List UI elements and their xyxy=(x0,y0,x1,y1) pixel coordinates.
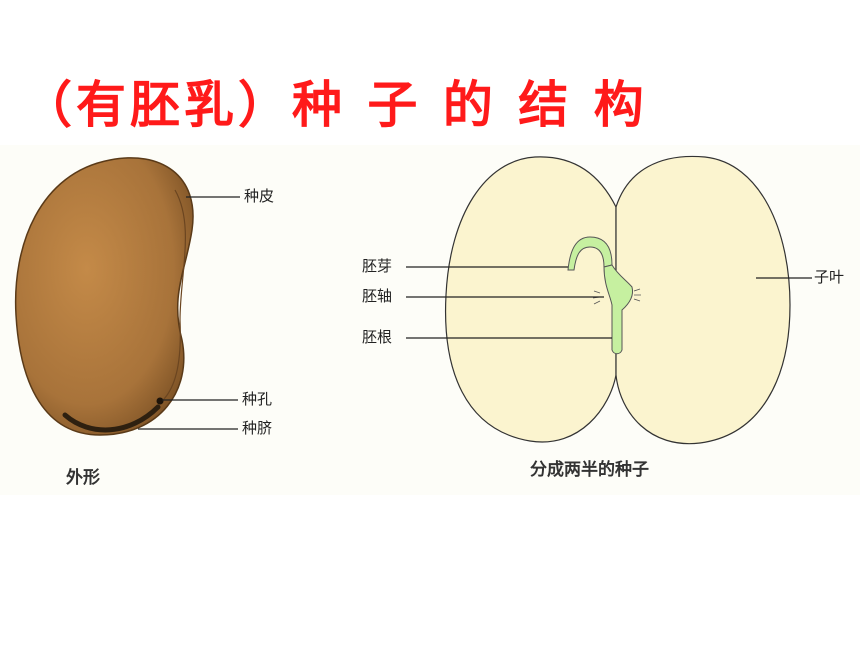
bean-shape xyxy=(14,157,194,436)
label-hypocotyl: 胚轴 xyxy=(362,287,393,305)
label-cotyledon: 子叶 xyxy=(814,268,845,286)
hilum-mark xyxy=(62,404,161,433)
caption-exterior: 外形 xyxy=(66,468,100,488)
split-seed xyxy=(406,155,812,445)
label-micropyle: 种孔 xyxy=(242,390,273,408)
caption-split-seed: 分成两半的种子 xyxy=(530,460,649,480)
label-radicle: 胚根 xyxy=(362,328,393,346)
seed-structure-figure: 种皮 种孔 种脐 胚芽 胚轴 胚根 子叶 外形 分成两半的种子 xyxy=(0,145,860,495)
cotyledon-right xyxy=(615,155,791,445)
hypocotyl-radicle-shape xyxy=(603,264,633,355)
label-seed-coat: 种皮 xyxy=(244,187,275,205)
plumule-shape xyxy=(567,236,613,271)
label-plumule: 胚芽 xyxy=(362,257,393,275)
seed-diagram xyxy=(14,155,812,445)
cotyledon-left xyxy=(444,156,617,443)
label-hilum: 种脐 xyxy=(242,419,273,437)
page-title: （有胚乳）种 子 的 结 构 xyxy=(22,76,648,134)
bean-edge-line xyxy=(159,189,186,404)
bean-exterior xyxy=(14,157,240,436)
micropyle-mark xyxy=(156,397,164,405)
